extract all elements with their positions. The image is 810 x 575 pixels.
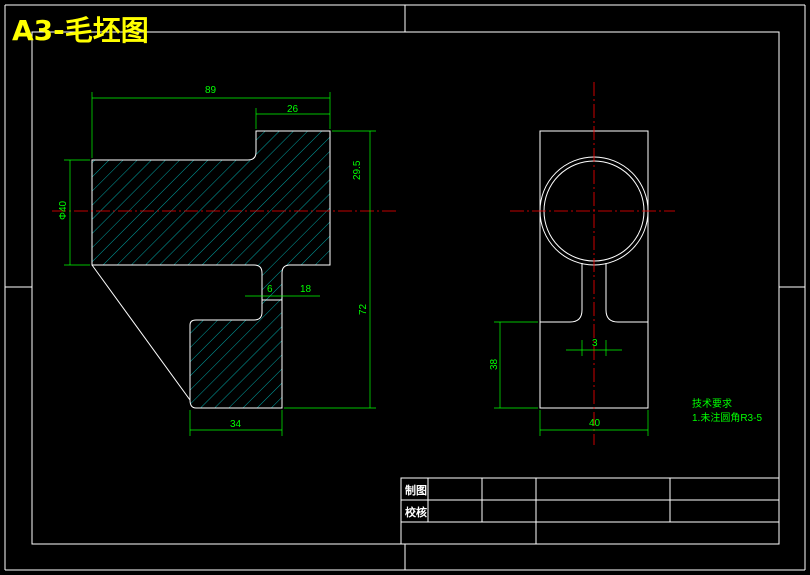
title-block [400, 477, 780, 545]
drawing-title: A3-毛坯图 [12, 14, 149, 47]
dim-width-top: 89 [205, 85, 217, 96]
notes-line1: 1.未注圆角R3-5 [692, 411, 762, 424]
front-dim-lines [64, 92, 376, 436]
dim-bottom-width: 34 [230, 419, 242, 430]
dim-bore-dia: Φ40 [58, 200, 69, 220]
side-dim-lines [494, 321, 649, 436]
side-rib [540, 263, 648, 323]
web-edge [91, 264, 191, 401]
notes-heading: 技术要求 [692, 397, 732, 410]
title-block-checked: 校核 [405, 505, 427, 519]
dim-slot-width: 6 [267, 284, 273, 295]
side-outline [539, 130, 649, 409]
side-view: 38 3 40 [489, 82, 675, 445]
dim-step-width: 18 [300, 284, 312, 295]
technical-notes: 技术要求 1.未注圆角R3-5 [692, 397, 762, 424]
upper-section [91, 130, 331, 301]
front-view: 89 26 29.5 Φ40 72 6 18 34 [52, 85, 398, 436]
title-block-drawn: 制图 [405, 483, 427, 497]
dim-side-width: 40 [589, 418, 601, 429]
lower-section [189, 299, 283, 409]
drawing-border [31, 31, 780, 545]
dim-side-height: 38 [489, 358, 500, 370]
dim-rib-height: 72 [358, 303, 369, 315]
dim-side-slot: 3 [592, 338, 598, 349]
dim-boss-height: 29.5 [352, 160, 363, 180]
dim-boss-width: 26 [287, 104, 299, 115]
